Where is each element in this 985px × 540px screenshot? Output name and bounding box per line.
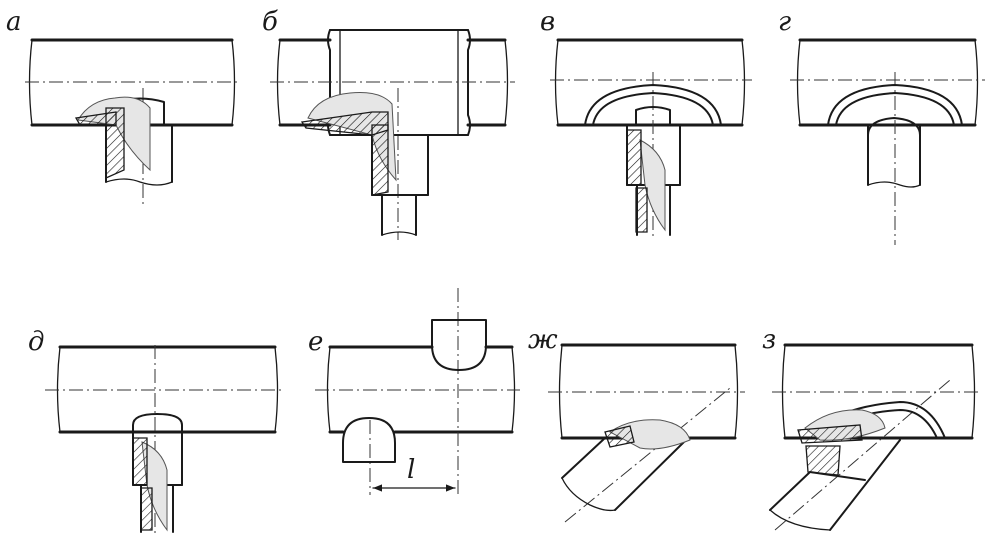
- panel-z: з: [762, 325, 982, 531]
- panel-g: г: [778, 7, 985, 245]
- panel-label-v: в: [540, 7, 555, 37]
- panel-zh: ж: [528, 325, 745, 523]
- panel-label-d: д: [28, 327, 44, 357]
- panel-label-g: г: [778, 7, 791, 37]
- panel-label-b: б: [262, 7, 278, 37]
- panel-label-z: з: [762, 325, 776, 355]
- panel-v: в: [540, 7, 752, 240]
- panel-a: а: [6, 7, 240, 205]
- panel-e: е l: [308, 288, 520, 495]
- panel-d: д: [28, 327, 285, 535]
- panel-label-zh: ж: [528, 325, 558, 355]
- dimension-label: l: [407, 455, 415, 485]
- panel-label-a: а: [6, 7, 22, 37]
- panel-b: б: [262, 7, 515, 240]
- panel-label-e: е: [308, 327, 323, 357]
